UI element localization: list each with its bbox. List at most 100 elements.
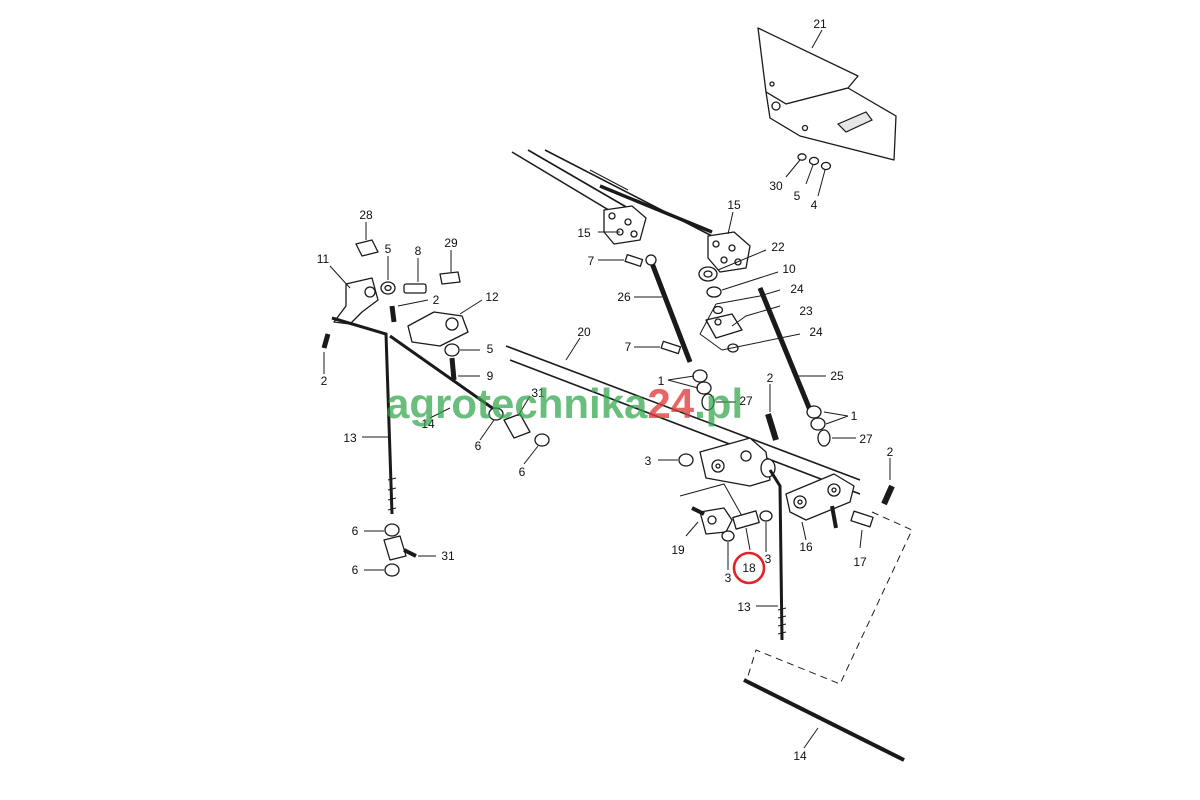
callout-1: 1: [658, 374, 665, 388]
callout-6: 6: [352, 524, 359, 538]
watermark-main: agrotechnika: [386, 380, 648, 427]
callout-8: 8: [415, 244, 422, 258]
rod-26: [634, 254, 693, 363]
lever-11: [329, 265, 379, 325]
callout-28: 28: [359, 208, 373, 222]
callout-4: 4: [811, 198, 818, 212]
nut-6-upper: [479, 407, 504, 441]
bolt-9: [449, 357, 480, 381]
callout-31: 31: [531, 386, 545, 400]
lever-bracket-center: [699, 437, 776, 487]
callout-5: 5: [385, 242, 392, 256]
callout-7: 7: [588, 254, 595, 268]
callout-1: 1: [851, 409, 858, 423]
callout-2: 2: [767, 371, 774, 385]
callout-3: 3: [645, 454, 652, 468]
callout-23: 23: [799, 304, 813, 318]
callout-6: 6: [352, 563, 359, 577]
hardware-30-5-4: [785, 153, 832, 197]
cable-clamp-15-left: [598, 205, 647, 245]
pin-18: [732, 510, 760, 551]
retaining-rings-3: [658, 453, 773, 570]
callout-12: 12: [485, 290, 499, 304]
callout-13: 13: [343, 431, 357, 445]
pin-17: [850, 510, 874, 549]
rod-13-left: [331, 316, 397, 515]
callout-15: 15: [727, 198, 741, 212]
callout-24: 24: [790, 282, 804, 296]
callout-14: 14: [793, 749, 807, 763]
callout-5: 5: [487, 342, 494, 356]
callout-10: 10: [782, 262, 796, 276]
callout-22: 22: [771, 240, 785, 254]
callout-9: 9: [487, 369, 494, 383]
spring-31-upper: [503, 395, 531, 439]
callout-2: 2: [887, 445, 894, 459]
highlight-18: 18: [732, 551, 766, 585]
bracket-19: [679, 483, 743, 537]
callout-2: 2: [321, 374, 328, 388]
bracket-21: [757, 27, 897, 161]
callout-6: 6: [519, 465, 526, 479]
callout-24: 24: [809, 325, 823, 339]
watermark-number: 24: [647, 380, 694, 427]
rod-14-left: [389, 334, 499, 419]
washer-5-lower: [444, 343, 480, 357]
callout-2: 2: [433, 293, 440, 307]
callout-3: 3: [765, 552, 772, 566]
washer-22: [698, 249, 767, 282]
watermark: agrotechnika24.pl: [386, 380, 743, 427]
callout-6: 6: [475, 439, 482, 453]
pin-2-left: [321, 333, 331, 374]
main-shaft-20: [505, 337, 861, 495]
nut-6-upper-right: [523, 433, 550, 465]
callout-17: 17: [853, 555, 867, 569]
callout-3: 3: [725, 571, 732, 585]
callout-27: 27: [859, 432, 873, 446]
pin-7-lower: [634, 340, 682, 355]
cable-clamp-15-right: [707, 211, 751, 273]
dashed-reference: [747, 511, 913, 685]
nut-6-lower-a: [364, 523, 400, 537]
svg-text:agrotechnika24.pl: agrotechnika24.pl: [386, 380, 743, 427]
callout-16: 16: [799, 540, 813, 554]
callout-19: 19: [671, 543, 685, 557]
callout-27: 27: [739, 394, 753, 408]
bolt-2-right: [881, 458, 895, 506]
callout-14: 14: [421, 417, 435, 431]
callout-5: 5: [794, 189, 801, 203]
nut-6-lower-b: [364, 563, 400, 577]
callout-21: 21: [813, 17, 827, 31]
callout-11: 11: [317, 252, 330, 266]
callout-30: 30: [769, 179, 783, 193]
bracket-16: [785, 473, 855, 541]
washer-10: [706, 271, 779, 298]
key-28: [355, 222, 379, 257]
rod-25: [757, 287, 826, 411]
rod-13-right: [756, 469, 787, 641]
key-29: [439, 250, 461, 285]
crank-12: [407, 299, 483, 347]
pin-7-upper: [598, 254, 644, 267]
bolt-8: [403, 258, 427, 294]
ferrule-1-left: [667, 369, 736, 411]
callout-31: 31: [441, 549, 455, 563]
washer-5-upper: [380, 256, 396, 295]
callout-25: 25: [830, 369, 844, 383]
rod-14-bottom: [743, 678, 905, 762]
callout-labels: 21 30 5 4 15 15 22 10 24 23 24 7 26 7 20…: [317, 17, 894, 763]
joint-23: [699, 289, 801, 353]
highlight-18-label: 18: [742, 561, 756, 575]
bolt-2-center: [765, 384, 779, 441]
watermark-tld: .pl: [694, 380, 743, 427]
pin-2-upper: [389, 299, 429, 323]
callout-7: 7: [625, 340, 632, 354]
spring-31-lower: [383, 535, 436, 561]
control-cables: [511, 149, 713, 237]
callout-29: 29: [444, 236, 458, 250]
ferrule-1-right: [806, 405, 856, 447]
callout-26: 26: [617, 290, 631, 304]
callout-20: 20: [577, 325, 591, 339]
callout-13: 13: [737, 600, 751, 614]
